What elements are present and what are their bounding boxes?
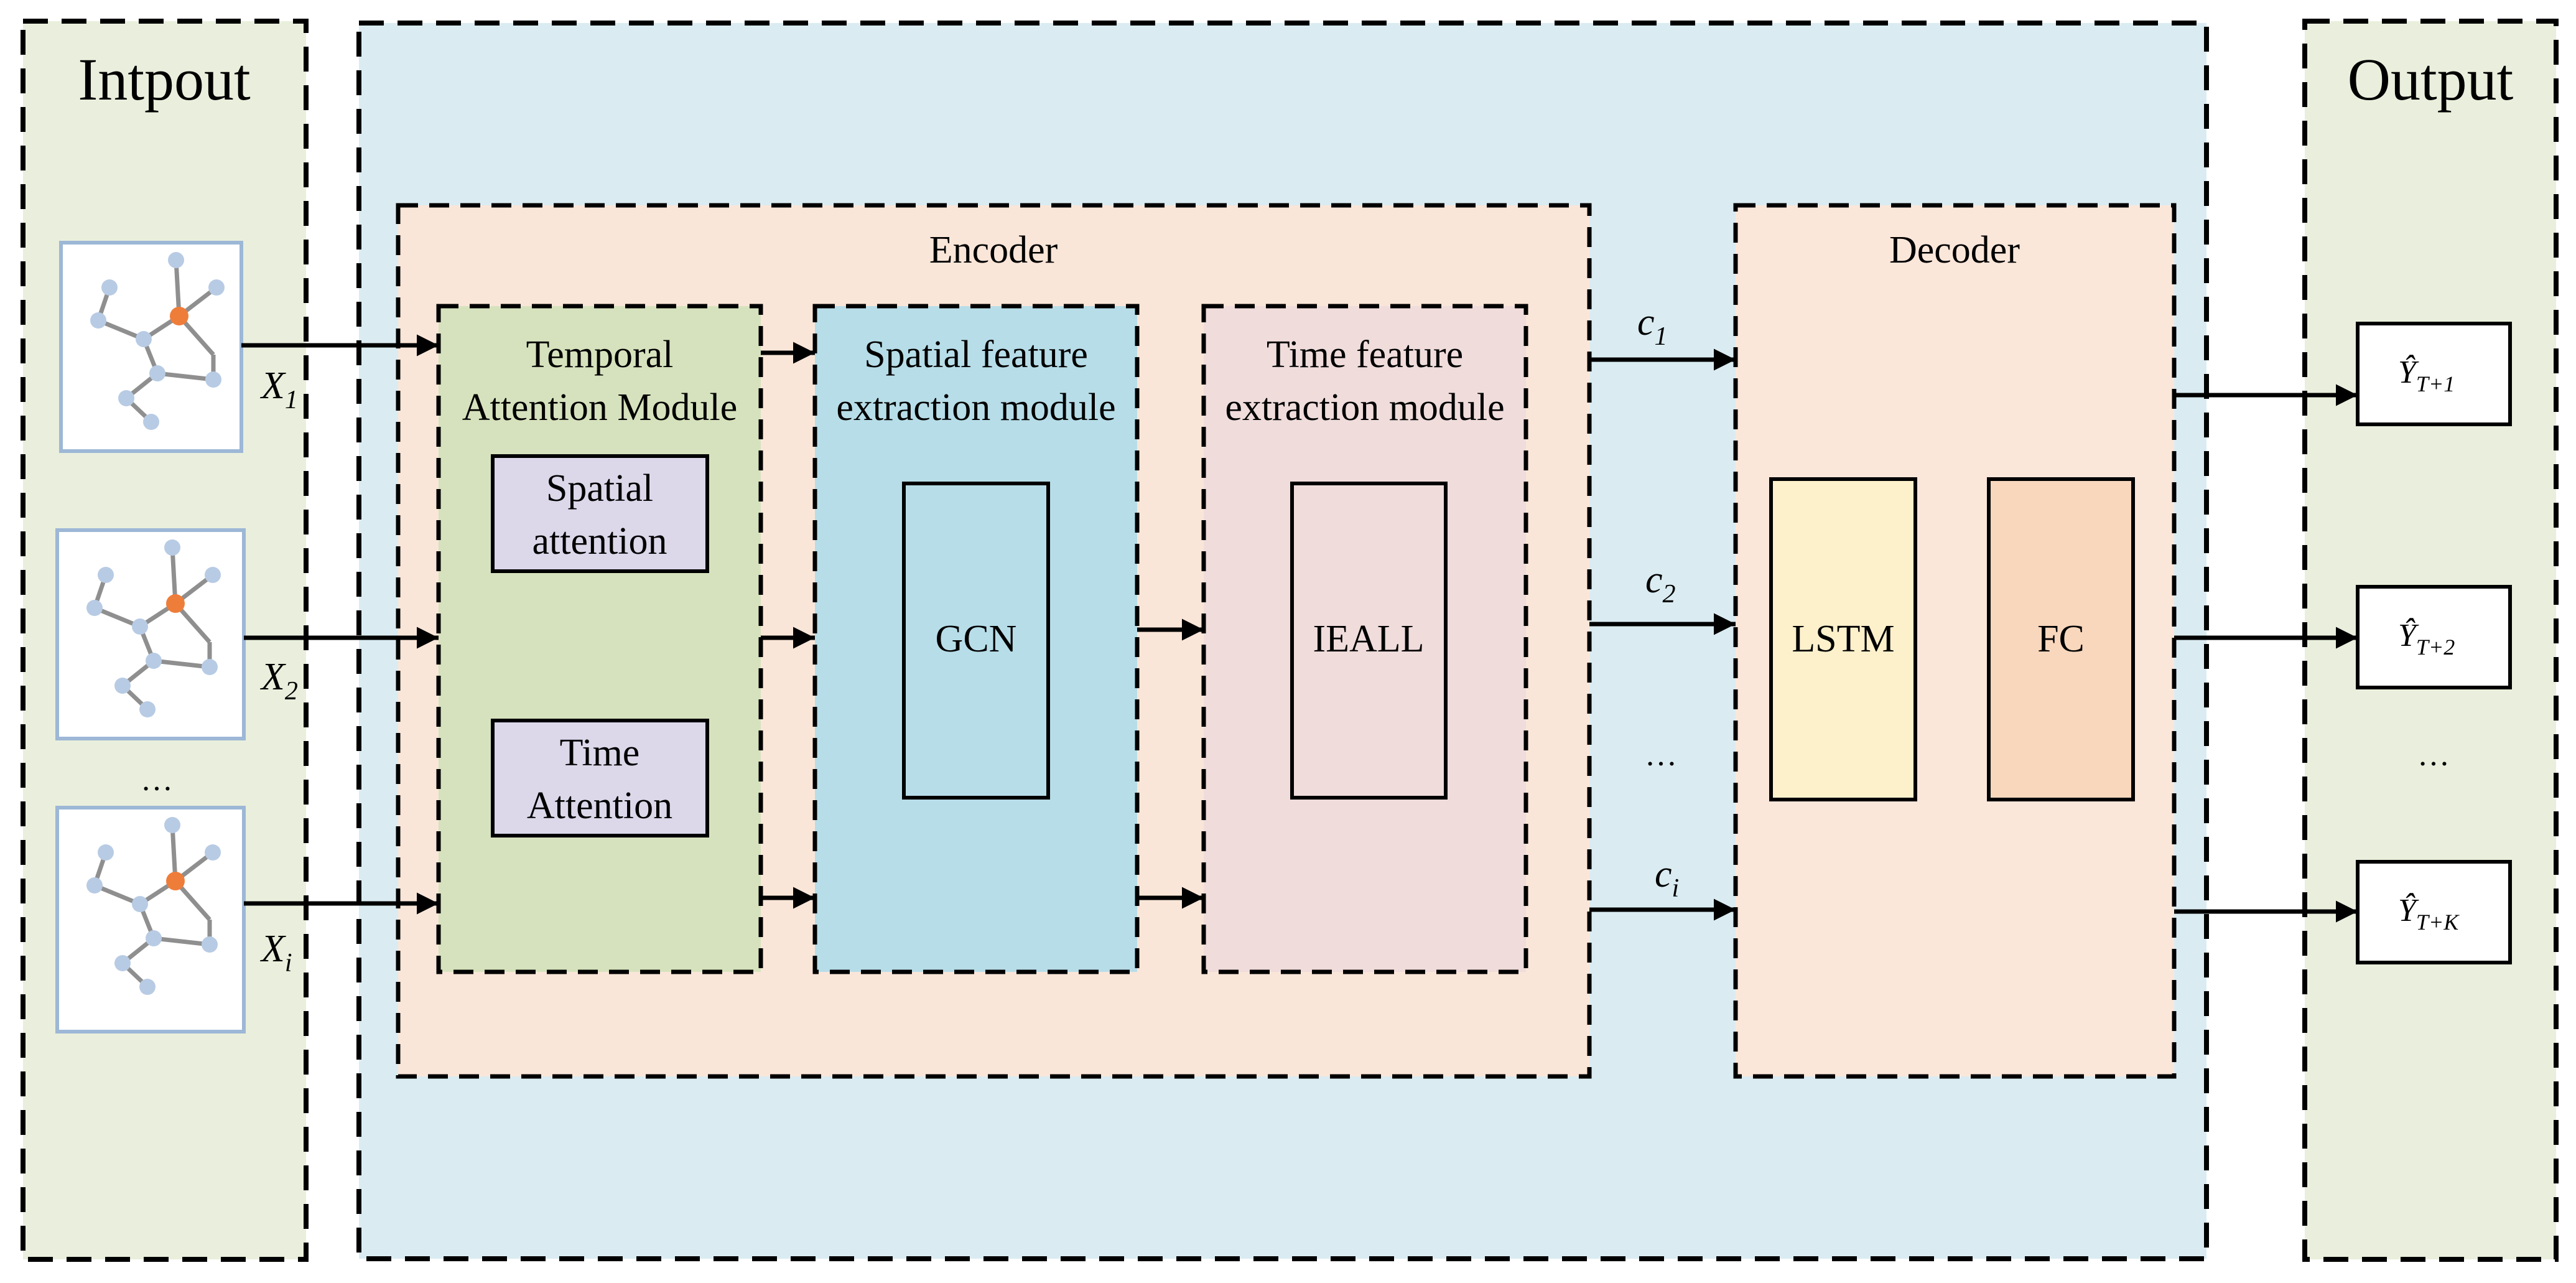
output-label-2: ŶT+2 — [2398, 617, 2455, 660]
time-attention-line1: Time — [560, 732, 640, 774]
spatial-module-title-line1: Spatial feature — [864, 334, 1088, 376]
encoder-title: Encoder — [929, 229, 1058, 271]
temporal-module-title-line1: Temporal — [526, 334, 674, 376]
temporal-module-title-line2: Attention Module — [462, 386, 738, 429]
gcn-label: GCN — [936, 618, 1017, 660]
gcn-box — [902, 482, 1050, 800]
spatial-attention-line1: Spatial — [546, 467, 653, 510]
lstm-box — [1769, 477, 1917, 801]
context-label-i: ci — [1655, 853, 1679, 903]
context-label-1: c1 — [1637, 301, 1668, 351]
fc-box — [1987, 477, 2135, 801]
output-panel-title: Output — [2348, 46, 2514, 113]
decoder-title: Decoder — [1889, 229, 2020, 271]
input-graph-2 — [55, 528, 246, 740]
fc-label: FC — [2037, 618, 2085, 660]
input-panel-title: Intpout — [78, 46, 251, 113]
time-attention-box — [491, 719, 709, 837]
context-ellipsis: … — [1645, 737, 1677, 773]
time-module-title-line1: Time feature — [1267, 334, 1463, 376]
output-label-k: ŶT+K — [2398, 892, 2460, 935]
spatial-attention-line2: attention — [532, 520, 667, 562]
spatial-attention-box — [491, 454, 709, 573]
lstm-label: LSTM — [1792, 618, 1894, 660]
time-attention-line2: Attention — [527, 785, 672, 827]
output-box-k — [2356, 860, 2512, 964]
input-graph-i — [55, 806, 246, 1033]
output-ellipsis: … — [2417, 737, 2450, 773]
ieall-box — [1290, 482, 1448, 800]
input-label-2: X2 — [259, 656, 298, 706]
ieall-label: IEALL — [1313, 618, 1424, 660]
input-graph-1 — [59, 241, 243, 453]
output-box-2 — [2356, 585, 2512, 689]
input-ellipsis: … — [141, 762, 173, 798]
output-box-1 — [2356, 322, 2512, 426]
time-module-title-line2: extraction module — [1225, 386, 1504, 429]
spatial-module-title-line2: extraction module — [836, 386, 1115, 429]
output-label-1: ŶT+1 — [2398, 354, 2455, 396]
input-label-i: Xi — [259, 928, 292, 977]
input-label-1: X1 — [259, 365, 298, 414]
context-label-2: c2 — [1645, 559, 1676, 609]
